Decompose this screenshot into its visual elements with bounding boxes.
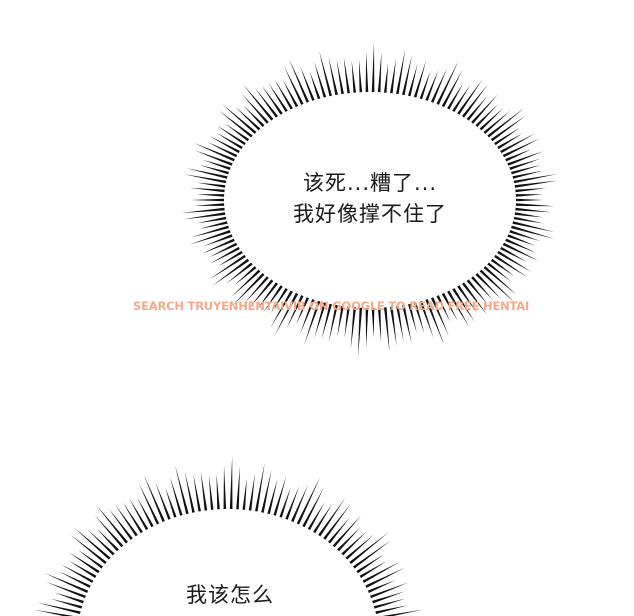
bubble-1-text: 该死...糟了... 我好像撑不住了 <box>240 168 500 230</box>
bubble-2-text: 我该怎么 <box>120 580 340 611</box>
burst-bubble-2 <box>81 511 375 616</box>
burst-bubble-1 <box>226 94 514 306</box>
bubble-1-line-2: 我好像撑不住了 <box>293 202 447 226</box>
burst-bubble-2-spikes <box>34 456 423 616</box>
watermark-text: SEARCH TRUYENHENTAIVIB ON GOOGLE TO READ… <box>133 299 530 313</box>
bubble-1-line-1: 该死...糟了... <box>302 171 438 195</box>
burst-bubble-1-spikes <box>181 42 558 358</box>
bubble-2-line-1: 我该怎么 <box>186 583 274 607</box>
